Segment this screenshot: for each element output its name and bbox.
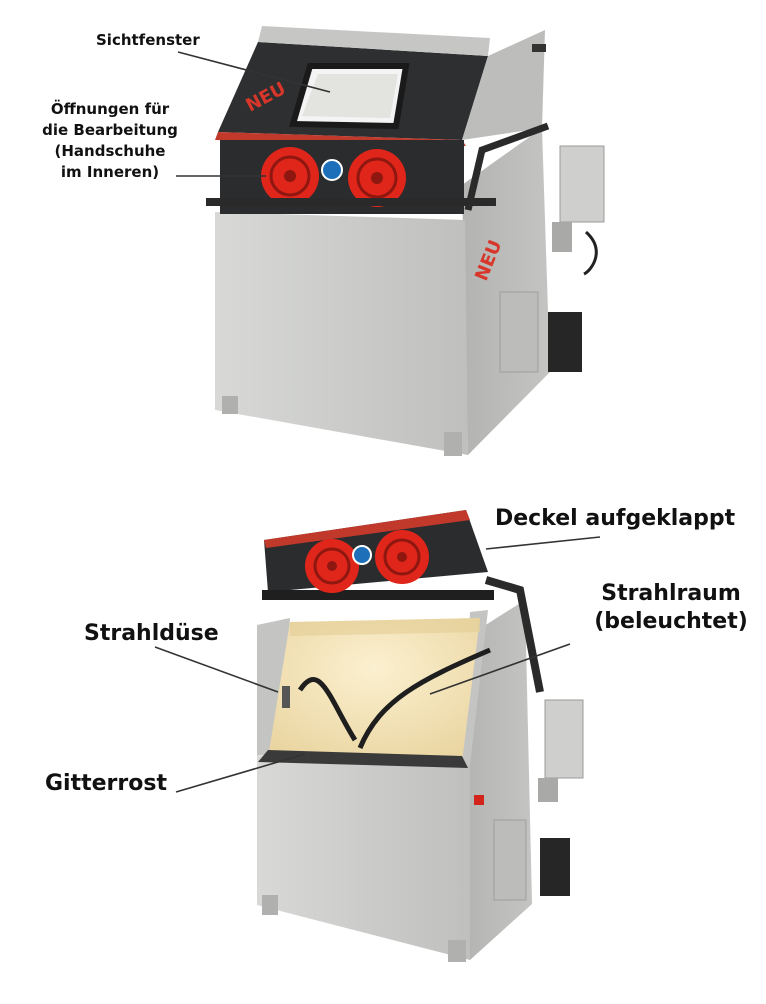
control-box: [559, 145, 605, 223]
blast-chamber: [268, 618, 480, 762]
label-strahlraum-line-1: Strahlraum: [601, 581, 741, 606]
grate-floor: [258, 750, 468, 768]
leader-deckel: [485, 536, 601, 550]
dust-bin-open: [540, 838, 570, 896]
label-strahlduese: Strahldüse: [84, 621, 219, 646]
switch-red: [474, 795, 484, 805]
label-sichtfenster: Sichtfenster: [96, 31, 200, 49]
label-strahlraum-line-2: (beleuchtet): [594, 609, 748, 634]
blast-hose: [297, 677, 358, 742]
glove-sign-icon: [321, 159, 343, 181]
cabinet-front: [215, 212, 468, 455]
leader-strahlraum: [429, 643, 571, 695]
label-strahlraum: Strahlraum (beleuchtet): [580, 580, 762, 636]
label-oeffnungen-line-3: (Handschuhe: [54, 142, 166, 160]
cabinet-open: [257, 510, 584, 962]
dust-bin: [548, 312, 582, 372]
label-oeffnungen-line-2: die Bearbeitung: [42, 121, 178, 139]
cabinet-closed: NEU NEU: [206, 26, 605, 456]
label-gitterrost: Gitterrost: [45, 771, 167, 796]
control-box-open: [544, 699, 584, 779]
label-oeffnungen-line-4: im Inneren): [60, 163, 160, 181]
label-deckel: Deckel aufgeklappt: [495, 506, 736, 531]
label-oeffnungen: Öffnungen für die Bearbeitung (Handschuh…: [36, 99, 184, 183]
leader-sichtfenster: [177, 51, 331, 93]
glove-sign-icon-open: [352, 545, 372, 565]
leader-gitterrost: [175, 753, 306, 793]
cabinet-front-open: [257, 755, 470, 960]
label-oeffnungen-line-1: Öffnungen für: [50, 100, 170, 118]
leader-lines: [154, 51, 601, 793]
leader-strahlduese: [154, 646, 279, 693]
blast-nozzle: [282, 686, 290, 708]
